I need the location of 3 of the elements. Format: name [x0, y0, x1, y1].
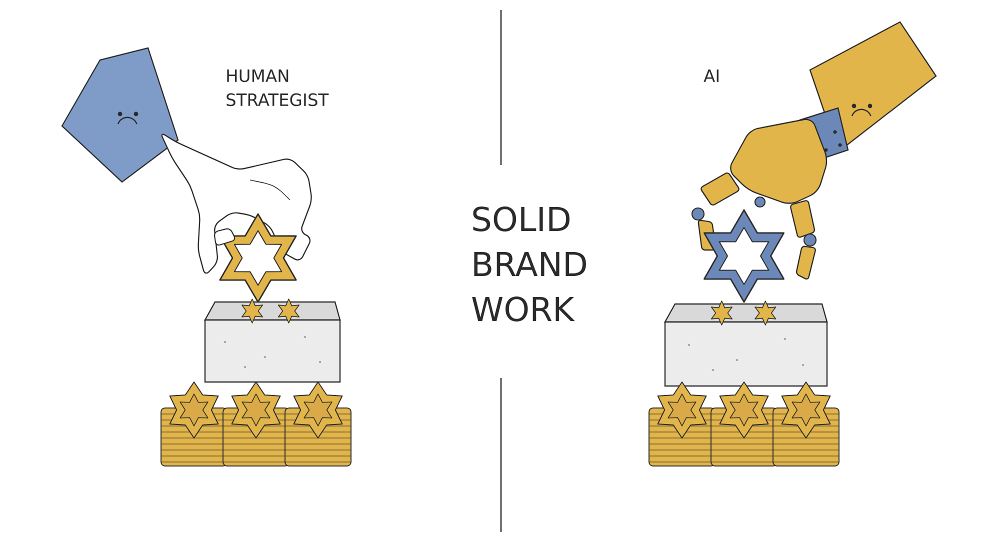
center-title: SOLID BRAND WORK: [472, 206, 586, 322]
side-label: AI: [704, 70, 718, 82]
side-label: HUMAN STRATEGIST: [226, 70, 329, 106]
